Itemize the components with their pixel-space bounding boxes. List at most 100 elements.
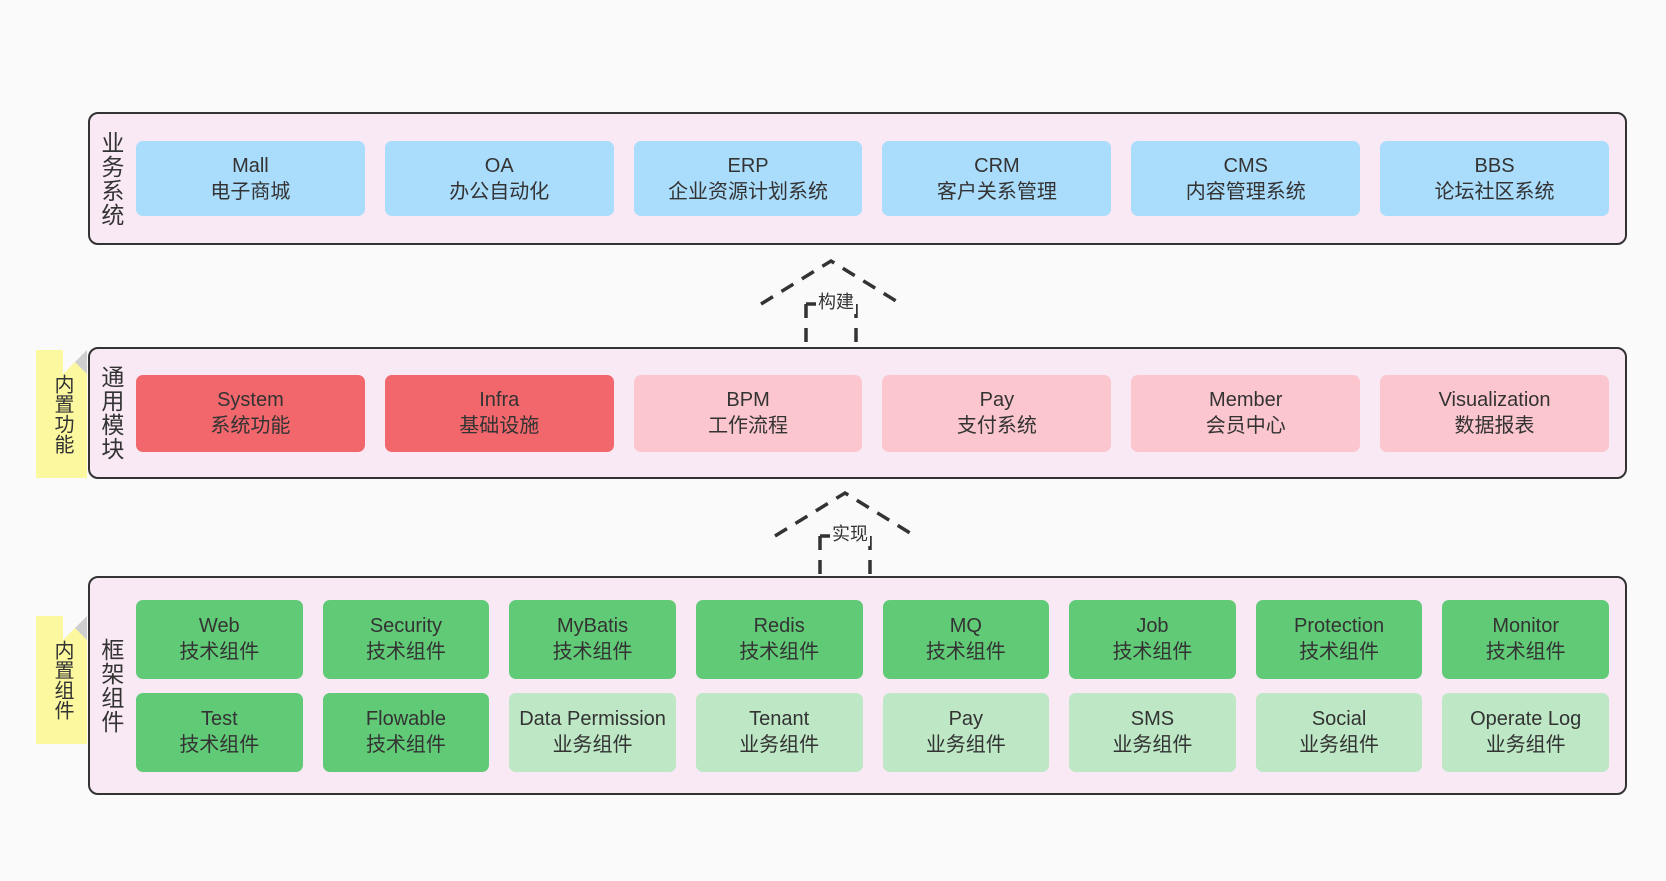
card-data-permission[interactable]: Data Permission 业务组件 [509, 692, 676, 772]
card-subtitle: 论坛社区系统 [1434, 180, 1555, 203]
layer-body-business-systems: Mall 电子商城 OA 办公自动化 ERP 企业资源计划系统 CRM 客户关系… [130, 114, 1625, 243]
card-subtitle: 技术组件 [739, 641, 820, 663]
layer-label-framework-components: 框架组件 [97, 637, 124, 734]
card-subtitle: 系统功能 [210, 415, 291, 437]
card-title: Monitor [1492, 615, 1560, 637]
layer-business-systems: 业务系统 Mall 电子商城 OA 办公自动化 ERP 企业资源计划系统 CRM… [88, 112, 1627, 245]
card-crm[interactable]: CRM 客户关系管理 [882, 141, 1112, 216]
card-subtitle: 数据报表 [1454, 415, 1535, 437]
card-subtitle: 技术组件 [179, 734, 260, 756]
card-subtitle: 业务组件 [1299, 734, 1380, 756]
card-row: Web 技术组件 Security 技术组件 MyBatis 技术组件 Redi… [136, 599, 1609, 679]
card-erp[interactable]: ERP 企业资源计划系统 [633, 141, 863, 216]
card-title: Data Permission [519, 708, 666, 730]
card-subtitle: 会员中心 [1205, 415, 1286, 437]
card-title: Protection [1294, 615, 1385, 637]
card-pay[interactable]: Pay 支付系统 [882, 374, 1112, 452]
arrow-label-implement: 实现 [830, 520, 870, 546]
card-subtitle: 技术组件 [925, 641, 1006, 663]
card-bpm[interactable]: BPM 工作流程 [633, 374, 863, 452]
card-title: Security [369, 615, 443, 637]
card-subtitle: 技术组件 [1299, 641, 1380, 663]
card-subtitle: 业务组件 [1485, 734, 1566, 756]
layer-label-business-systems: 业务系统 [97, 130, 124, 227]
layer-body-framework-components: Web 技术组件 Security 技术组件 MyBatis 技术组件 Redi… [130, 578, 1625, 793]
sticky-note-builtin-components: 内置组件 [36, 616, 87, 744]
card-title: SMS [1130, 708, 1175, 730]
card-test[interactable]: Test 技术组件 [136, 692, 303, 772]
card-operate-log[interactable]: Operate Log 业务组件 [1442, 692, 1609, 772]
card-title: CRM [974, 154, 1020, 177]
arrow-head-outline [774, 490, 916, 538]
card-cms[interactable]: CMS 内容管理系统 [1131, 141, 1361, 216]
card-visualization[interactable]: Visualization 数据报表 [1380, 374, 1609, 452]
card-title: Operate Log [1470, 708, 1582, 730]
card-mq[interactable]: MQ 技术组件 [882, 599, 1050, 679]
card-bbs[interactable]: BBS 论坛社区系统 [1380, 141, 1609, 216]
card-monitor[interactable]: Monitor 技术组件 [1442, 599, 1609, 679]
card-subtitle: 技术组件 [365, 734, 446, 756]
card-title: BPM [726, 389, 770, 411]
card-title: Test [200, 708, 238, 730]
card-row: Test 技术组件 Flowable 技术组件 Data Permission … [136, 692, 1609, 772]
layer-body-common-modules: System 系统功能 Infra 基础设施 BPM 工作流程 Pay 支付系统… [130, 349, 1625, 477]
arrow-label-build: 构建 [816, 288, 856, 314]
card-subtitle: 办公自动化 [449, 180, 550, 203]
card-title: CMS [1223, 154, 1268, 177]
card-title: Social [1311, 708, 1367, 730]
card-title: BBS [1474, 154, 1515, 177]
card-system[interactable]: System 系统功能 [136, 374, 365, 452]
card-security[interactable]: Security 技术组件 [322, 599, 490, 679]
card-title: Pay [979, 389, 1015, 411]
card-title: Visualization [1438, 389, 1551, 411]
card-title: System [217, 389, 284, 411]
card-title: Flowable [365, 708, 446, 730]
layer-framework-components: 框架组件 Web 技术组件 Security 技术组件 MyBatis 技术组件… [88, 576, 1627, 795]
card-title: ERP [727, 154, 769, 177]
card-subtitle: 技术组件 [1112, 641, 1193, 663]
card-title: MyBatis [557, 615, 629, 637]
card-subtitle: 业务组件 [552, 734, 633, 756]
card-subtitle: 技术组件 [365, 641, 446, 663]
card-subtitle: 业务组件 [1112, 734, 1193, 756]
card-infra[interactable]: Infra 基础设施 [384, 374, 614, 452]
card-row: System 系统功能 Infra 基础设施 BPM 工作流程 Pay 支付系统… [136, 374, 1609, 452]
card-subtitle: 基础设施 [459, 415, 540, 437]
card-subtitle: 工作流程 [708, 415, 789, 437]
card-title: Job [1136, 615, 1169, 637]
card-web[interactable]: Web 技术组件 [136, 599, 303, 679]
card-mybatis[interactable]: MyBatis 技术组件 [509, 599, 676, 679]
sticky-note-label: 内置功能 [51, 374, 73, 454]
card-social[interactable]: Social 业务组件 [1255, 692, 1423, 772]
card-subtitle: 技术组件 [552, 641, 633, 663]
card-subtitle: 业务组件 [925, 734, 1006, 756]
card-title: Tenant [749, 708, 810, 730]
card-sms[interactable]: SMS 业务组件 [1069, 692, 1236, 772]
card-subtitle: 企业资源计划系统 [668, 180, 829, 203]
arrow-build: 构建 [756, 256, 906, 346]
card-flowable[interactable]: Flowable 技术组件 [322, 692, 490, 772]
card-oa[interactable]: OA 办公自动化 [384, 141, 614, 216]
card-tenant[interactable]: Tenant 业务组件 [695, 692, 863, 772]
card-title: Member [1209, 389, 1283, 411]
page-fold-mask-icon [63, 350, 87, 374]
card-subtitle: 业务组件 [739, 734, 820, 756]
card-subtitle: 技术组件 [179, 641, 260, 663]
card-row: Mall 电子商城 OA 办公自动化 ERP 企业资源计划系统 CRM 客户关系… [136, 141, 1609, 216]
arrow-implement: 实现 [770, 488, 920, 578]
sticky-note-builtin-features: 内置功能 [36, 350, 87, 478]
card-title: Web [198, 615, 240, 637]
card-protection[interactable]: Protection 技术组件 [1255, 599, 1423, 679]
card-mall[interactable]: Mall 电子商城 [136, 141, 365, 216]
layer-label-common-modules: 通用模块 [97, 365, 124, 461]
card-member[interactable]: Member 会员中心 [1131, 374, 1361, 452]
card-title: OA [484, 154, 514, 177]
card-pay-component[interactable]: Pay 业务组件 [882, 692, 1050, 772]
card-redis[interactable]: Redis 技术组件 [695, 599, 863, 679]
card-subtitle: 技术组件 [1485, 641, 1566, 663]
card-title: Mall [232, 154, 269, 177]
card-subtitle: 内容管理系统 [1185, 180, 1306, 203]
arrow-head-outline [760, 258, 902, 306]
card-job[interactable]: Job 技术组件 [1069, 599, 1236, 679]
